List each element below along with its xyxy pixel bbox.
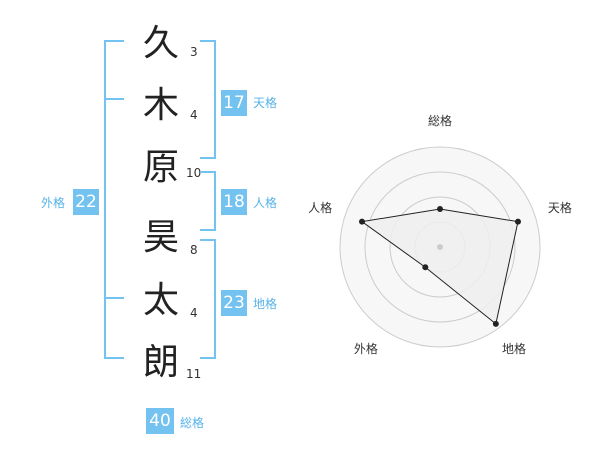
soukaku-label: 総格 xyxy=(180,416,205,430)
gaikaku-label: 外格 xyxy=(41,196,66,210)
tenkaku-bracket-top xyxy=(200,40,216,42)
jinkaku-bracket-vertical xyxy=(214,171,216,231)
tenkaku-label: 天格 xyxy=(253,96,278,110)
radar-point-2 xyxy=(514,218,521,225)
gaikaku-bracket-tick-1 xyxy=(104,98,124,100)
radar-point-4 xyxy=(422,264,429,271)
tenkaku-bracket-bottom xyxy=(200,157,216,159)
radar-axis-label-1: 総格 xyxy=(428,113,452,128)
radar-point-5 xyxy=(359,218,366,225)
name-char-5: 太 xyxy=(142,280,179,321)
name-char-6: 朗 xyxy=(142,342,179,383)
radar-axis-label-5: 人格 xyxy=(308,200,332,215)
stroke-count-2: 4 xyxy=(190,108,198,122)
soukaku-value-badge: 40 xyxy=(146,408,174,434)
chikaku-bracket-bottom xyxy=(200,357,216,359)
stroke-count-1: 3 xyxy=(190,45,198,59)
tenkaku-bracket-vertical xyxy=(214,40,216,159)
radar-axis-label-3: 地格 xyxy=(502,341,526,356)
radar-point-3 xyxy=(492,320,499,327)
stroke-count-3: 10 xyxy=(186,166,202,180)
radar-center-dot xyxy=(437,244,443,250)
radar-ring-3 xyxy=(364,171,516,323)
stroke-count-5: 4 xyxy=(190,306,198,320)
radar-axis-label-4: 外格 xyxy=(354,341,378,356)
chikaku-bracket-vertical xyxy=(214,239,216,359)
jinkaku-value-badge: 18 xyxy=(221,189,247,215)
radar-axis-label-2: 天格 xyxy=(548,200,572,215)
name-char-3: 原 xyxy=(142,147,179,188)
gaikaku-bracket-tick-2 xyxy=(104,297,124,299)
tenkaku-value-badge: 17 xyxy=(221,90,247,116)
jinkaku-bracket-top xyxy=(200,171,216,173)
stroke-count-4: 8 xyxy=(190,243,198,257)
radar-ring-4 xyxy=(339,146,541,348)
gaikaku-bracket-vertical xyxy=(104,40,106,359)
jinkaku-bracket-bottom xyxy=(200,229,216,231)
gaikaku-bracket-top xyxy=(104,40,124,42)
gaikaku-value-badge: 22 xyxy=(73,189,99,215)
name-char-2: 木 xyxy=(142,85,179,126)
jinkaku-label: 人格 xyxy=(253,196,278,210)
chikaku-label: 地格 xyxy=(253,297,278,311)
name-char-1: 久 xyxy=(142,23,179,64)
radar-point-1 xyxy=(437,206,443,212)
name-char-4: 昊 xyxy=(142,217,179,258)
chikaku-bracket-top xyxy=(200,239,216,241)
radar-data-polygon xyxy=(360,208,519,325)
stroke-count-6: 11 xyxy=(186,367,202,381)
gaikaku-bracket-bottom xyxy=(104,357,124,359)
chikaku-value-badge: 23 xyxy=(221,290,247,316)
